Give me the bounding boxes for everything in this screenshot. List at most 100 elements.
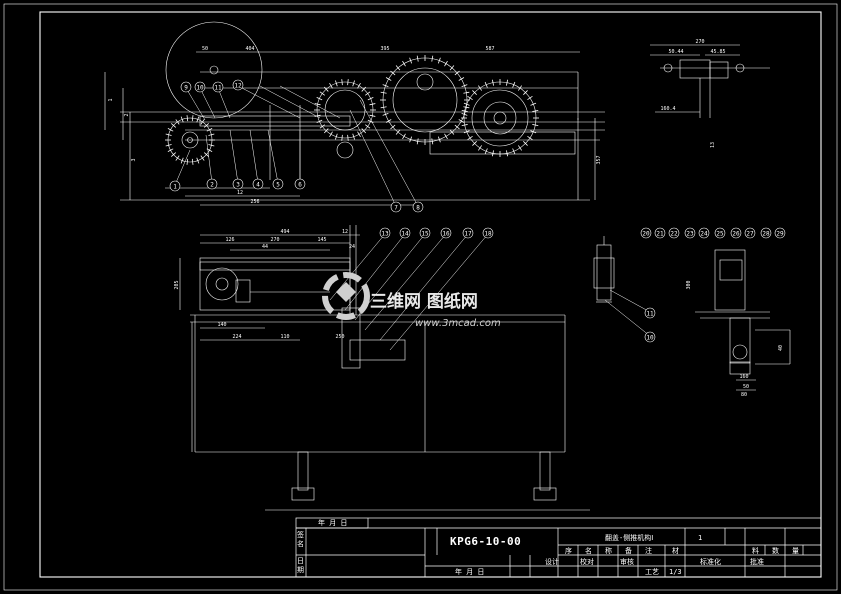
dim-side-0: 270 <box>695 39 704 45</box>
balloon-front-14: 14 <box>399 227 411 239</box>
gear-tooth <box>506 79 509 86</box>
gear-tooth <box>478 85 482 91</box>
balloon-top-1: 1 <box>169 180 181 192</box>
dim-detail-4: 80 <box>741 392 747 398</box>
gear-tooth <box>463 106 470 109</box>
dim-side-3: 160.4 <box>660 106 675 112</box>
gear-tooth <box>467 136 473 140</box>
gear-tooth <box>461 109 468 112</box>
gear-tooth <box>203 123 209 128</box>
svg-text:6: 6 <box>298 181 302 188</box>
gear-tooth <box>175 155 180 161</box>
chain-wheel <box>382 57 468 143</box>
svg-text:1: 1 <box>173 183 177 190</box>
gear-tooth <box>314 103 321 106</box>
balloon-detail-26: 26 <box>730 227 742 239</box>
gear-tooth <box>364 91 371 96</box>
svg-text:3: 3 <box>236 181 240 188</box>
title-block-bottom-label: 校对 <box>580 558 594 566</box>
title-block-label: 料 <box>752 547 759 555</box>
svg-text:10: 10 <box>646 334 654 341</box>
front-view <box>179 225 590 511</box>
gear-tooth <box>512 148 516 155</box>
gear-tooth <box>369 103 376 106</box>
gear-tooth <box>395 65 401 71</box>
gear-tooth <box>431 138 434 145</box>
dim-side-1: 50.44 <box>668 49 683 55</box>
gear-tooth <box>180 116 184 123</box>
dim-front-2: 270 <box>270 237 279 243</box>
sign-char-1: 签 <box>297 531 304 539</box>
gear-tooth <box>444 60 448 67</box>
dim-detail-1: 160 <box>739 374 748 380</box>
gear-tooth <box>175 119 180 125</box>
balloon-top-6: 6 <box>294 178 306 190</box>
gear-tooth <box>409 136 413 143</box>
gear-tooth <box>484 81 488 88</box>
gear-tooth <box>416 55 419 62</box>
balloon-detail-25: 25 <box>714 227 726 239</box>
gear-tooth <box>171 152 177 157</box>
svg-text:2: 2 <box>210 181 214 188</box>
gear-tooth <box>532 124 539 127</box>
svg-text:15: 15 <box>421 230 429 237</box>
svg-text:28: 28 <box>762 230 770 237</box>
balloon-top-12: 12 <box>232 79 244 91</box>
gear-tooth <box>335 133 338 140</box>
dim-side-2: 45.85 <box>710 49 725 55</box>
title-block-label: 材 <box>672 547 679 555</box>
gear-tooth <box>532 109 539 112</box>
balloon-small-11: 11 <box>644 307 656 319</box>
gear-tooth <box>200 155 205 161</box>
dim-top-4: 1 <box>108 98 114 101</box>
watermark-url: www.3mcad.com <box>415 318 501 329</box>
gear-tooth <box>323 86 329 92</box>
gear-tooth <box>461 124 468 127</box>
gear-tooth <box>458 119 465 123</box>
large-disc <box>165 21 263 119</box>
gear-tooth <box>382 84 389 88</box>
gear-tooth <box>357 131 361 138</box>
gear-tooth <box>347 134 349 141</box>
gear-tooth <box>186 115 189 122</box>
date-label-bottom: 年 月 日 <box>455 568 485 576</box>
gear-tooth <box>385 77 392 81</box>
dim-top-7: 357 <box>596 155 602 164</box>
date-char-1: 日 <box>297 557 304 565</box>
balloon-detail-23: 23 <box>684 227 696 239</box>
balloon-detail-20: 20 <box>640 227 652 239</box>
gear-tooth <box>478 145 482 151</box>
date-char-2: 期 <box>297 566 304 574</box>
dim-front-11: 250 <box>335 334 344 340</box>
gear-tooth <box>352 80 355 87</box>
balloon-detail-28: 28 <box>760 227 772 239</box>
dim-top-1: 404 <box>245 46 254 52</box>
gear-tooth <box>369 114 376 117</box>
gear-tooth <box>390 124 396 130</box>
dim-detail-0: 300 <box>686 280 692 289</box>
gear-tooth <box>518 85 522 91</box>
svg-text:23: 23 <box>686 230 694 237</box>
gear-tooth <box>361 128 367 134</box>
gear-tooth <box>523 141 528 146</box>
title-block-bottom-label: 标准化 <box>700 558 721 566</box>
svg-text:21: 21 <box>656 230 664 237</box>
gear-tooth <box>208 133 215 136</box>
svg-text:4: 4 <box>256 181 260 188</box>
title-block-label: 序 <box>565 547 572 555</box>
gear-tooth <box>437 57 441 64</box>
gear-tooth <box>506 150 509 157</box>
gear-tooth <box>437 136 441 143</box>
gear-tooth <box>527 136 533 140</box>
gear-tooth <box>380 106 387 109</box>
gear-tooth <box>472 90 477 95</box>
balloon-small-10: 10 <box>644 331 656 343</box>
svg-text:20: 20 <box>642 230 650 237</box>
detail-view <box>695 249 791 391</box>
balloon-top-3: 3 <box>232 178 244 190</box>
gear-tooth <box>165 144 172 147</box>
svg-text:29: 29 <box>776 230 784 237</box>
balloon-top-8: 8 <box>412 201 424 213</box>
dim-front-10: 110 <box>280 334 289 340</box>
